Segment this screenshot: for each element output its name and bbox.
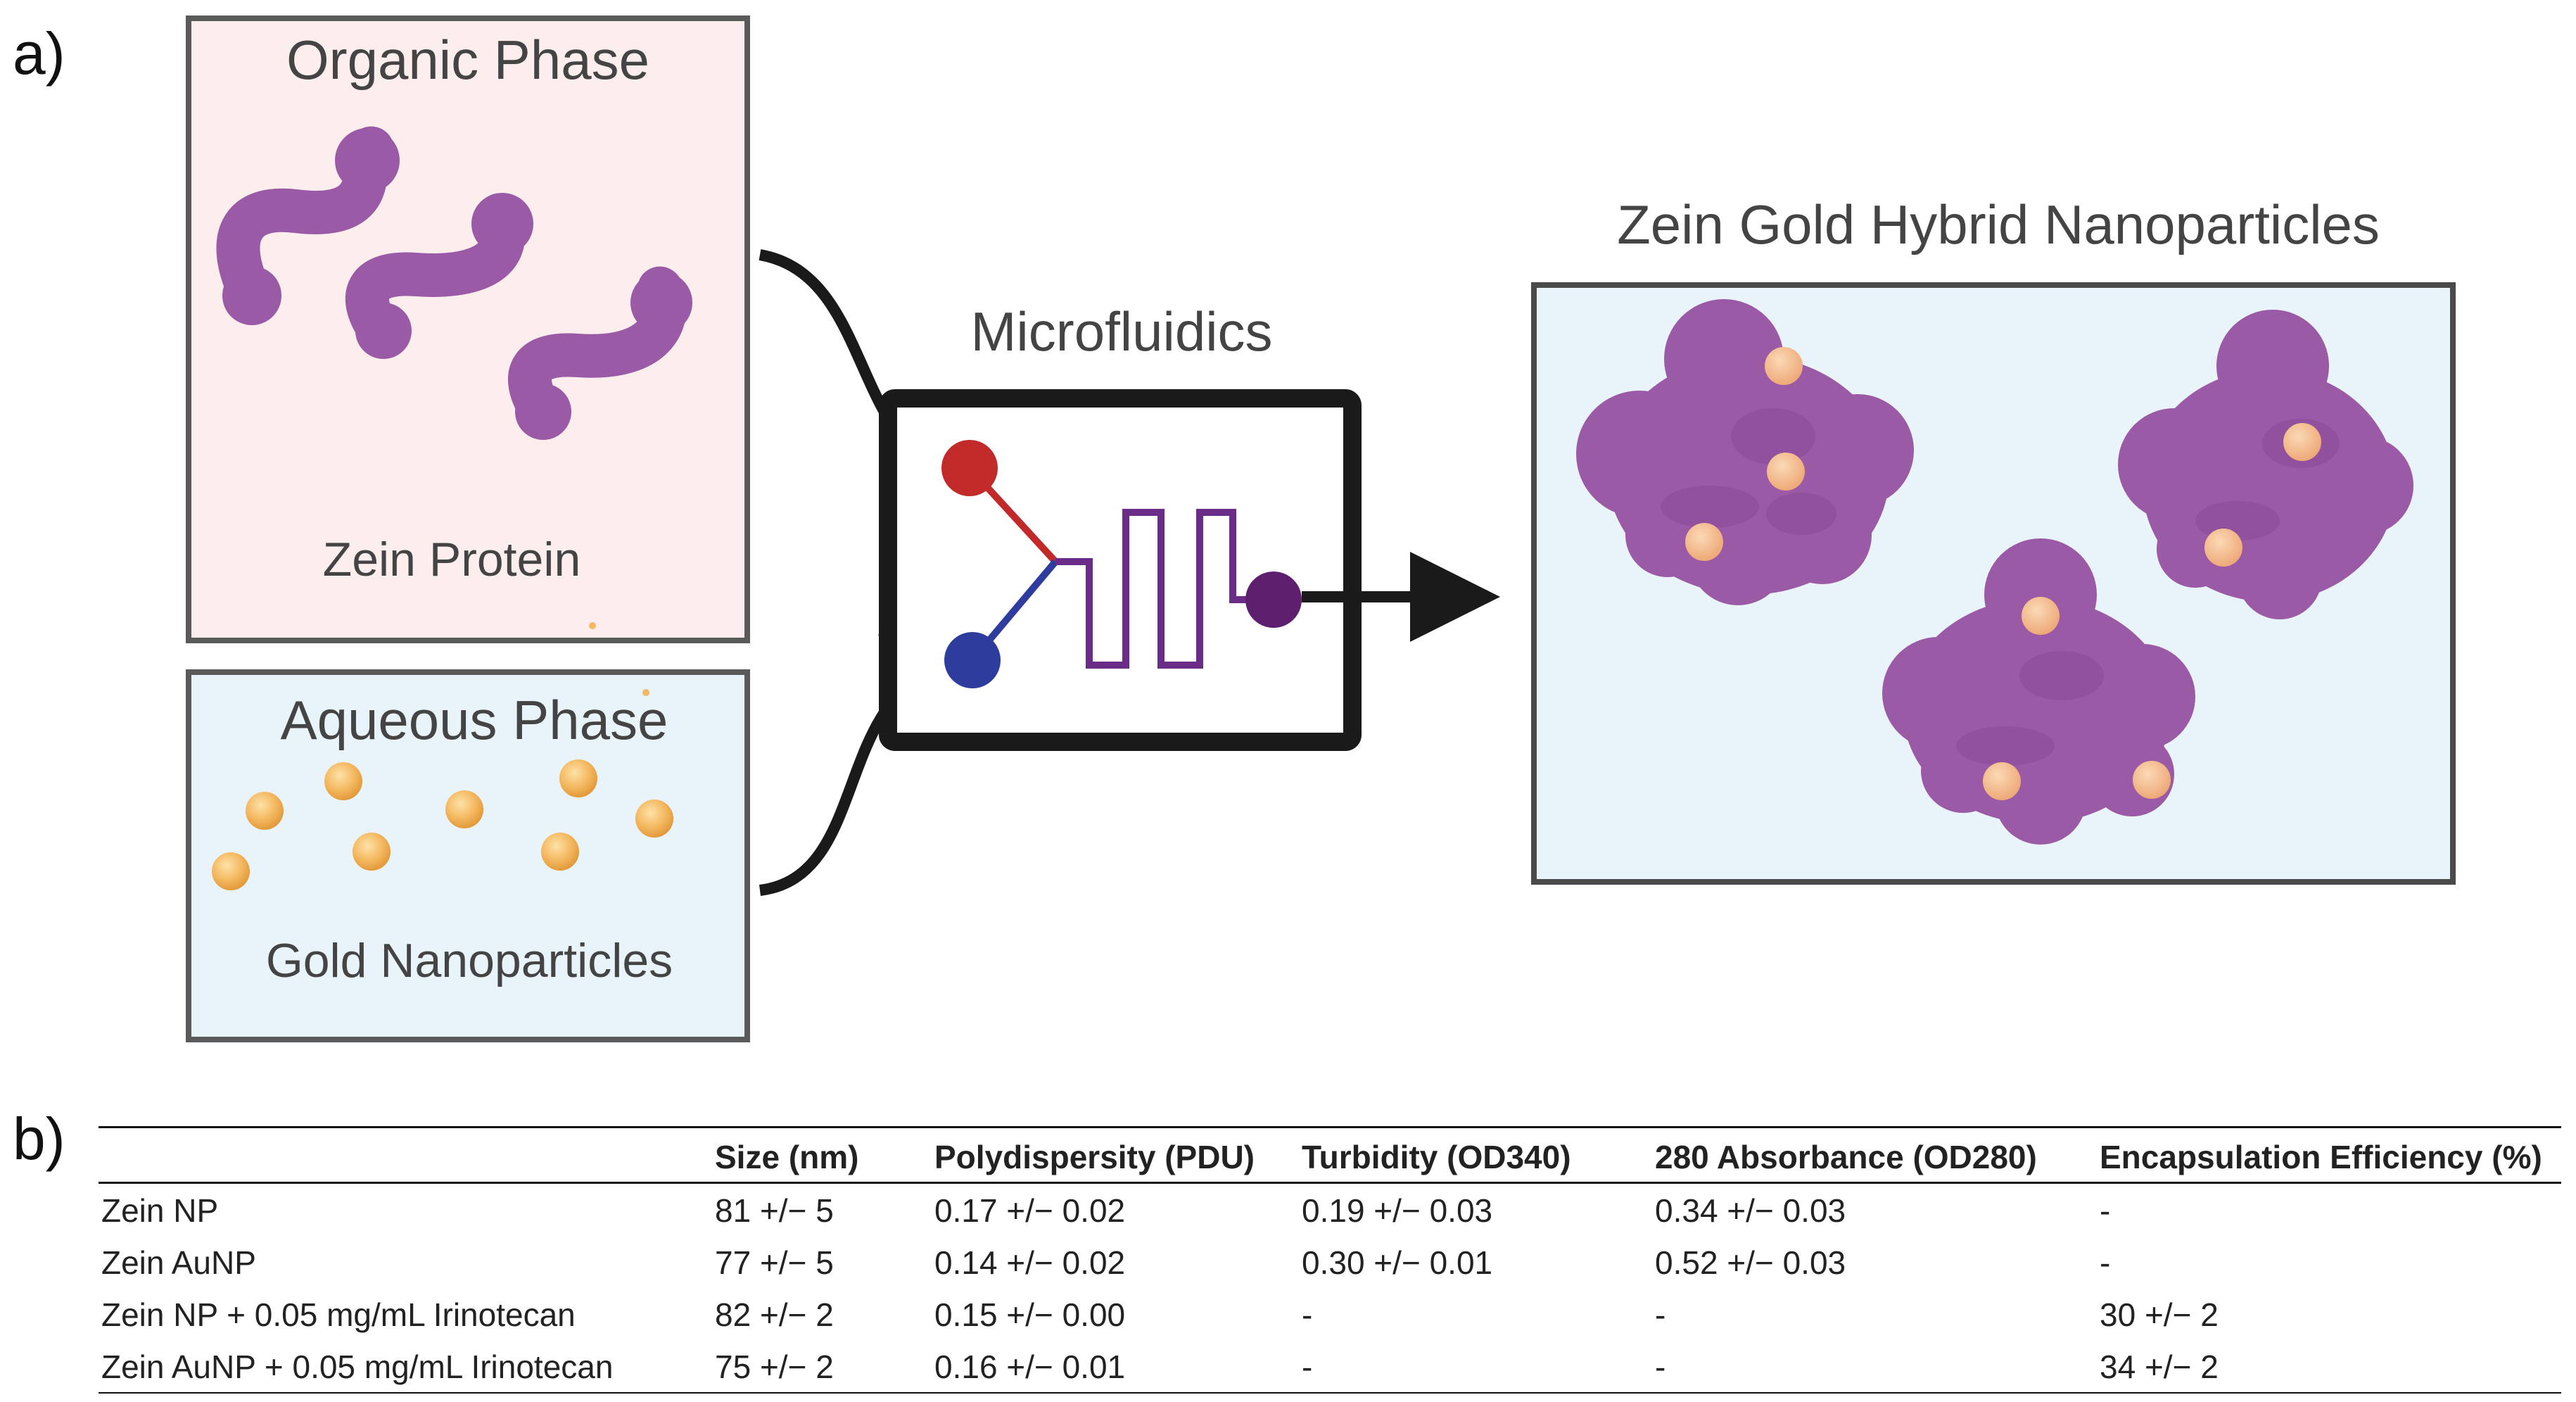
table-header: Encapsulation Efficiency (%) [2097, 1126, 2561, 1184]
zein-gold-hybrid-title: Zein Gold Hybrid Nanoparticles [1617, 194, 2380, 255]
aqueous-phase-box: Aqueous Phase Gold Nanoparticles [186, 669, 750, 1042]
table-header: Polydispersity (PDU) [932, 1126, 1299, 1184]
table-cell: 77 +/− 5 [715, 1244, 834, 1281]
zein-gold-hybrid-box: Zein Gold Hybrid Nanoparticles [1531, 194, 2456, 885]
table-header: Size (nm) [712, 1126, 932, 1184]
outlet-port [1245, 571, 1302, 628]
gold-nanoparticles-label: Gold Nanoparticles [266, 934, 673, 987]
table-cell: - [2100, 1192, 2111, 1229]
table-cell: - [1655, 1296, 1666, 1333]
table-cell: Zein NP [101, 1192, 219, 1229]
organic-phase-box: Organic Phase Zein Protein [186, 15, 750, 643]
table-cell: 0.17 +/− 0.02 [934, 1192, 1126, 1229]
gold-nanoparticle [212, 852, 250, 890]
table-header: 280 Absorbance (OD280) [1652, 1126, 2097, 1184]
serpentine-channel [1055, 509, 1274, 669]
hybrid-nanoparticle [1882, 538, 2195, 845]
zein-protein-label: Zein Protein [323, 533, 581, 586]
microfluidics-title: Microfluidics [970, 301, 1272, 362]
organic-inlet-port [941, 440, 998, 496]
table-cell: 0.15 +/− 0.00 [934, 1296, 1126, 1333]
table-cell: - [1302, 1296, 1313, 1333]
gold-nanoparticle [246, 792, 284, 830]
hybrid-nanoparticle [1576, 299, 1914, 605]
table-row: Zein AuNP + 0.05 mg/mL Irinotecan 75 +/−… [99, 1340, 2561, 1394]
table-cell: 34 +/− 2 [2097, 1340, 2561, 1394]
hybrid-nanoparticle [2118, 310, 2413, 619]
aqueous-inlet-port [944, 632, 1001, 688]
table-row: Zein NP + 0.05 mg/mL Irinotecan 82 +/− 2… [99, 1288, 2561, 1340]
panel-a-label: a) [13, 20, 65, 87]
table-cell: - [1652, 1340, 2097, 1394]
table-cell: 0.16 +/− 0.01 [932, 1340, 1299, 1394]
table-cell: 0.30 +/− 0.01 [1302, 1244, 1493, 1281]
table-header: Turbidity (OD340) [1299, 1126, 1652, 1184]
panel-b-label: b) [13, 1106, 65, 1172]
gold-nanoparticle [541, 833, 579, 871]
table-cell: 0.14 +/− 0.02 [934, 1244, 1126, 1281]
table-cell: Zein AuNP [101, 1244, 256, 1281]
organic-phase-title: Organic Phase [286, 29, 649, 91]
table-cell: 30 +/− 2 [2100, 1296, 2219, 1333]
table-cell: Zein AuNP + 0.05 mg/mL Irinotecan [99, 1340, 712, 1394]
table-cell: 75 +/− 2 [712, 1340, 932, 1394]
table-cell: 82 +/− 2 [715, 1296, 834, 1333]
table-cell: 0.34 +/− 0.03 [1655, 1192, 1846, 1229]
table-row: Zein NP 81 +/− 5 0.17 +/− 0.02 0.19 +/− … [99, 1183, 2561, 1237]
table-cell: 81 +/− 5 [715, 1192, 834, 1229]
properties-table: Size (nm) Polydispersity (PDU) Turbidity… [99, 1126, 2561, 1394]
gold-nanoparticle [635, 800, 673, 838]
table-cell: - [1299, 1340, 1652, 1394]
gold-nanoparticle [445, 790, 483, 828]
table-header-row: Size (nm) Polydispersity (PDU) Turbidity… [99, 1126, 2561, 1184]
table-cell: - [2100, 1244, 2111, 1281]
gold-nanoparticle [559, 759, 597, 797]
table-header [99, 1126, 712, 1184]
aqueous-phase-title: Aqueous Phase [281, 689, 668, 751]
table-cell: Zein NP + 0.05 mg/mL Irinotecan [101, 1296, 576, 1333]
table-row: Zein AuNP 77 +/− 5 0.14 +/− 0.02 0.30 +/… [99, 1236, 2561, 1288]
table-cell: 0.52 +/− 0.03 [1655, 1244, 1846, 1281]
gold-nanoparticle [324, 762, 362, 800]
panel-a-schematic: Organic Phase Zein Protein Aqueous Phase… [186, 15, 2456, 1042]
gold-nanoparticle [353, 833, 391, 871]
table-cell: 0.19 +/− 0.03 [1302, 1192, 1493, 1229]
microfluidics-chip: Microfluidics [879, 301, 1362, 751]
